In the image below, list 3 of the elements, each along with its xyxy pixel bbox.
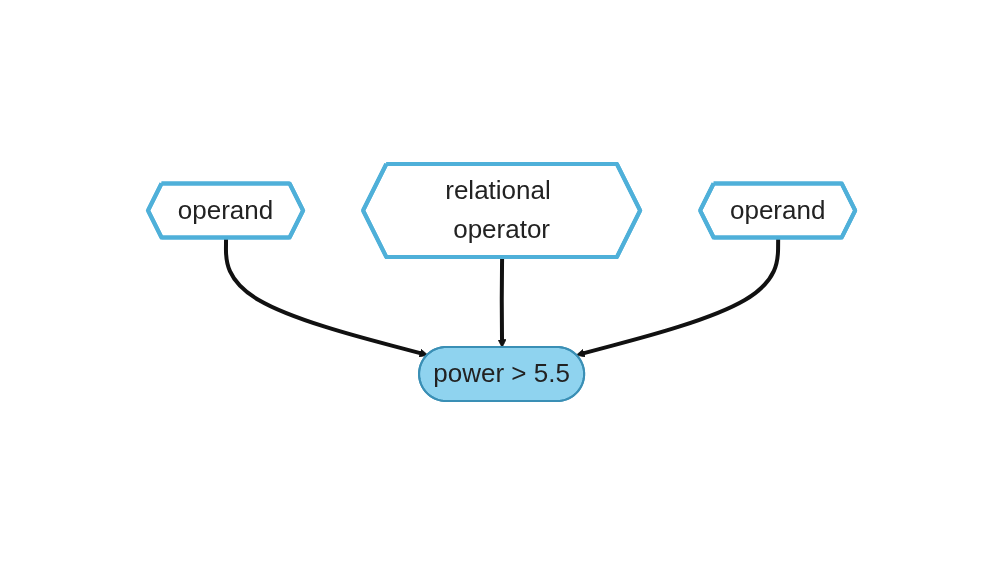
arrow bbox=[224, 237, 429, 358]
arrow bbox=[498, 257, 507, 348]
arrow bbox=[576, 237, 781, 358]
